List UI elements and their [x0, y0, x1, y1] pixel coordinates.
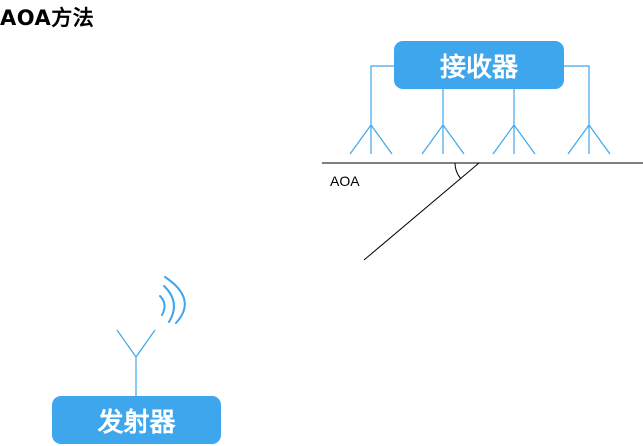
antenna-icon — [567, 124, 611, 155]
page-title: AOA方法 — [0, 6, 95, 30]
receiver-label: 接收器 — [439, 52, 518, 83]
connector-4 — [564, 65, 590, 125]
transmitter-box: 发射器 — [52, 396, 221, 444]
angle-arc — [454, 162, 462, 179]
angle-label: AOA — [330, 173, 360, 189]
incoming-signal-line — [363, 162, 480, 261]
antenna-icon — [421, 124, 465, 155]
connector-1 — [370, 65, 394, 125]
antenna-icon — [492, 124, 536, 155]
transmitter-antenna-icon — [116, 329, 156, 396]
transmitter-label: 发射器 — [97, 407, 176, 438]
antenna-icon — [349, 124, 393, 155]
receiver-box: 接收器 — [394, 41, 564, 89]
receiver-antenna-icon — [349, 124, 611, 155]
wireless-signal-icon — [159, 276, 186, 324]
receiver-connectors — [370, 65, 590, 125]
